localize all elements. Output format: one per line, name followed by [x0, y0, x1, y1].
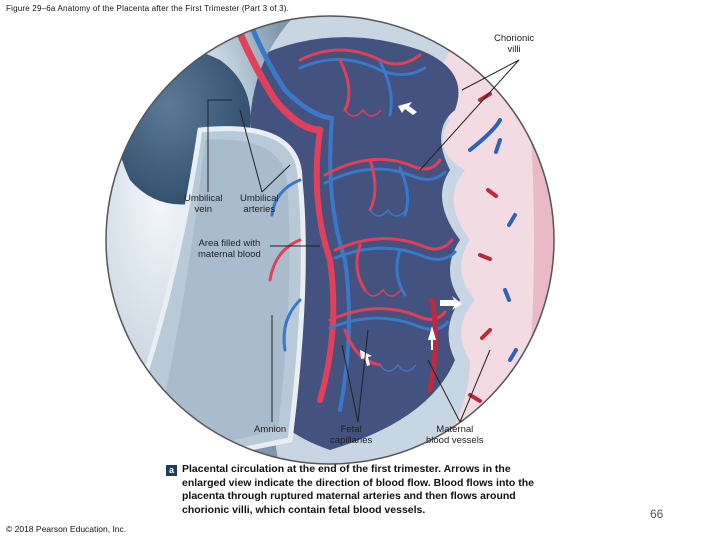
- caption-badge: a: [166, 465, 177, 476]
- copyright-notice: © 2018 Pearson Education, Inc.: [6, 524, 127, 534]
- figure-title: Figure 29–6a Anatomy of the Placenta aft…: [6, 4, 290, 13]
- figure-caption: Placental circulation at the end of the …: [182, 463, 534, 516]
- label-chorionic-villi: Chorionic villi: [494, 33, 535, 55]
- label-umbilical-vein: Umbilical vein: [184, 193, 223, 215]
- label-area-maternal-blood: Area filled with maternal blood: [198, 238, 261, 260]
- page-number: 66: [650, 507, 664, 521]
- leader-lines: [207, 59, 520, 423]
- label-maternal-blood-vessels: Maternal blood vessels: [426, 424, 484, 446]
- label-amnion: Amnion: [254, 424, 287, 435]
- label-fetal-capillaries: Fetal capillaries: [330, 424, 373, 446]
- label-umbilical-arteries: Umbilical arteries: [240, 193, 279, 215]
